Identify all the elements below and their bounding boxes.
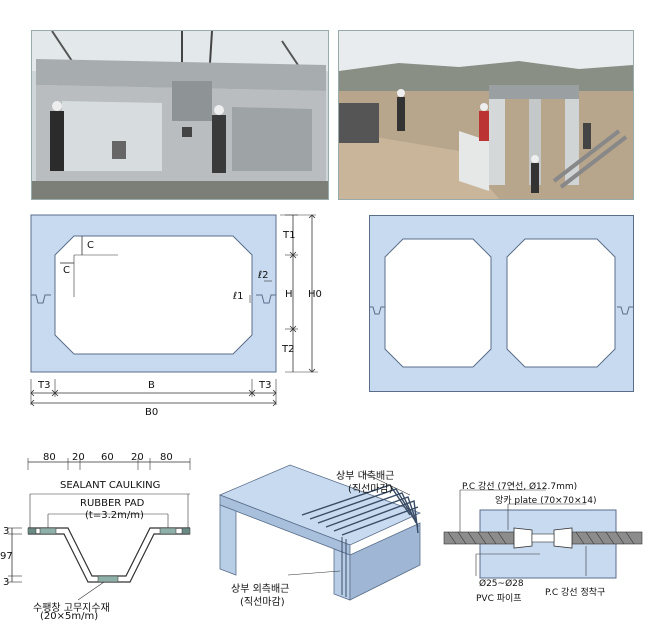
rubber-pad-left <box>39 527 57 535</box>
dim-top-80-right: 80 <box>160 452 173 463</box>
photo-culvert-installed-art <box>339 31 633 199</box>
dim-left-97: 97 <box>0 551 13 562</box>
label-pvc-size: Ø25~Ø28 <box>479 579 524 589</box>
label-anchor-plate: 앙카 plate (70×70×14) <box>495 496 597 506</box>
label-h: H <box>285 289 293 300</box>
label-b: B <box>148 380 155 391</box>
single-box-section <box>30 214 318 407</box>
double-box-section <box>369 215 634 392</box>
label-pvc-pipe: PVC 파이프 <box>476 594 522 604</box>
joint-notch-right <box>256 294 276 304</box>
joint-notch-right-2 <box>617 306 633 315</box>
double-box-cell-right <box>506 238 616 368</box>
double-box-cell-left <box>384 238 492 368</box>
label-sealant: SEALANT CAULKING <box>60 480 161 491</box>
label-l2: ℓ2 <box>258 270 269 281</box>
label-top-outer-sub: (직선마감) <box>240 597 285 608</box>
joint-notch-left-2 <box>369 306 385 315</box>
dim-top-20-right: 20 <box>131 452 144 463</box>
rebar-3d-detail <box>218 464 422 601</box>
photo-culvert-lifting-art <box>32 31 328 199</box>
label-b0: B0 <box>145 407 159 418</box>
photo-culvert-installed <box>338 30 634 200</box>
label-t1: T1 <box>283 230 296 241</box>
label-anchorage: P.C 강선 정착구 <box>545 588 606 598</box>
sealant-left <box>27 527 37 535</box>
label-t3-left: T3 <box>38 380 51 391</box>
label-rubber-pad-thk: (t=3.2m/m) <box>85 510 144 521</box>
dim-left-3-bottom: 3 <box>3 577 10 588</box>
photo-culvert-lifting <box>31 30 329 200</box>
dim-top-20-left: 20 <box>72 452 85 463</box>
label-pc-strand: P.C 강선 (7연선, Ø12.7mm) <box>462 482 578 492</box>
rubber-pad-right <box>159 527 177 535</box>
dim-top-80-left: 80 <box>43 452 56 463</box>
label-l1: ℓ1 <box>233 291 244 302</box>
label-water-stop-size: (20×5m/m) <box>40 611 99 622</box>
label-top-outer: 상부 외측배근 <box>231 584 290 595</box>
joint-notch-left <box>31 294 51 304</box>
label-h0: H0 <box>308 289 322 300</box>
single-box-opening <box>54 235 253 355</box>
label-t2: T2 <box>282 344 295 355</box>
sealant-right <box>181 527 191 535</box>
pc-strand-detail <box>443 489 643 579</box>
label-c-left: C <box>63 265 70 276</box>
dim-left-3-top: 3 <box>3 526 10 537</box>
label-rubber-pad: RUBBER PAD <box>80 498 145 509</box>
dim-top-60: 60 <box>101 452 114 463</box>
label-c-top: C <box>87 240 94 251</box>
label-top-inner: 상부 내측배근 <box>336 471 395 482</box>
water-stop <box>97 575 119 583</box>
label-top-inner-sub: (직선마감) <box>348 484 393 495</box>
label-water-stop: 수팽창 고무지수재 <box>33 603 110 614</box>
label-t3-right: T3 <box>259 380 272 391</box>
joint-detail <box>8 458 191 601</box>
